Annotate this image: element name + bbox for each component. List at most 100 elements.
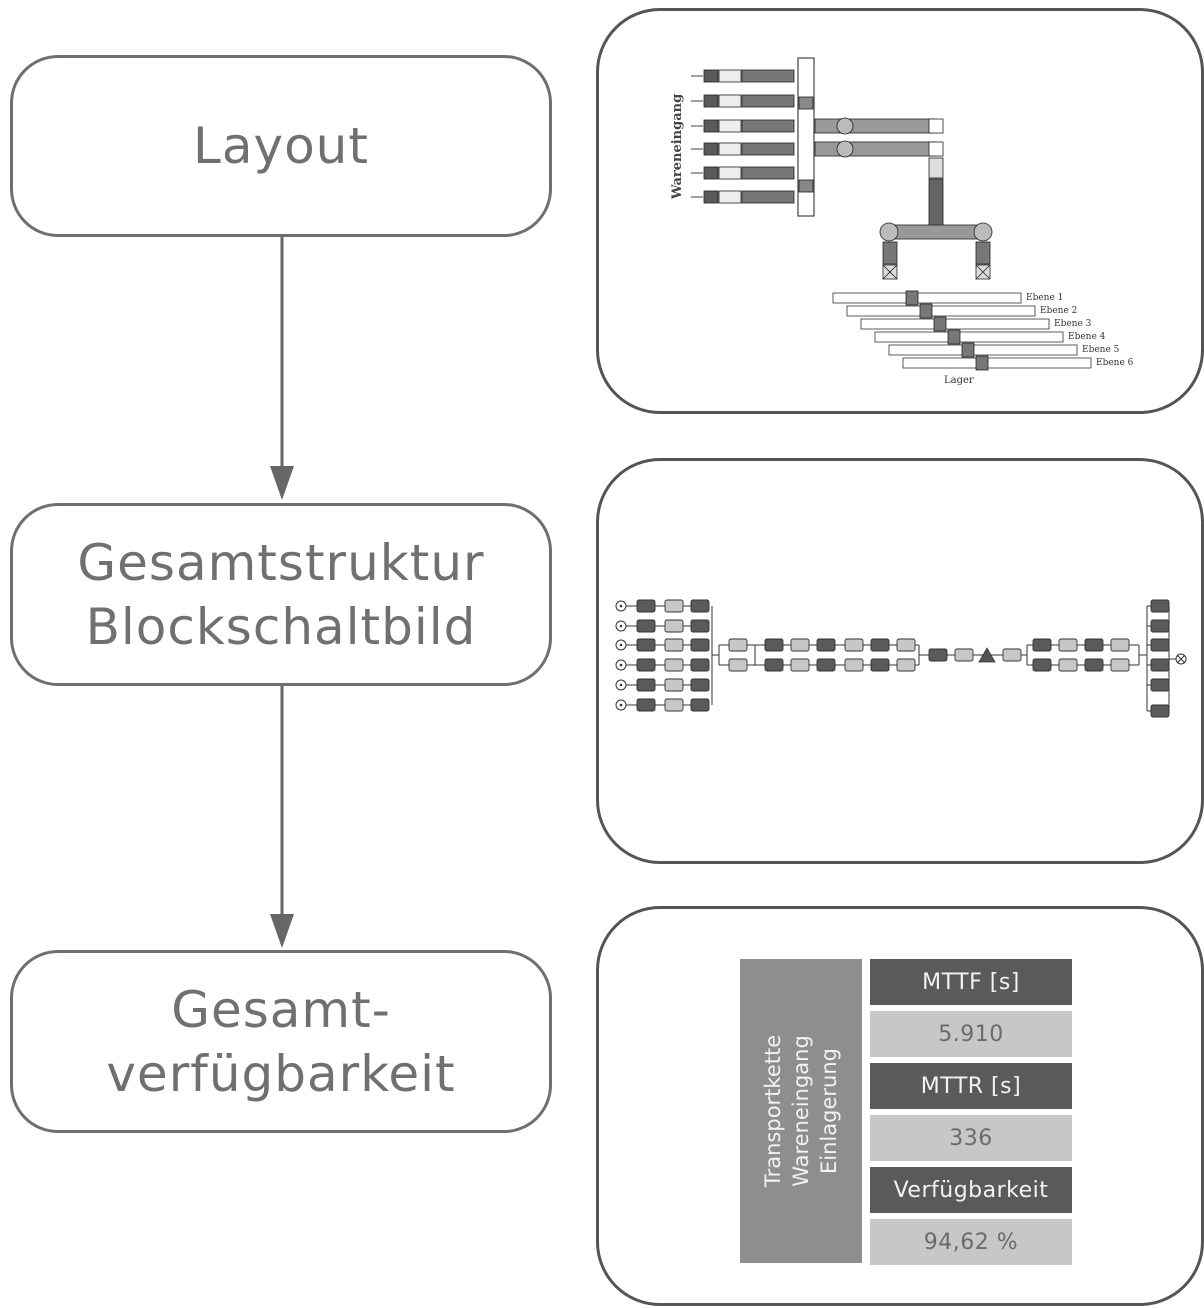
- block: [1150, 599, 1170, 613]
- conveyor-segment: [741, 94, 795, 108]
- reliability-block-diagram: [615, 599, 1187, 718]
- block: [1002, 648, 1022, 662]
- block: [664, 599, 684, 613]
- block: [790, 638, 810, 652]
- block: [764, 658, 784, 672]
- transfer-unit: [928, 118, 944, 134]
- triangle-icon: [978, 647, 996, 663]
- block: [664, 678, 684, 692]
- transfer-unit: [928, 141, 944, 157]
- block: [1032, 638, 1052, 652]
- block: [664, 658, 684, 672]
- storage-level: [846, 305, 1036, 317]
- level-label: Ebene 3: [1054, 319, 1092, 329]
- conveyor-segment: [718, 119, 742, 133]
- structure-step-line1: Gesamtstruktur: [77, 533, 485, 592]
- mttf-header: MTTF [s]: [870, 959, 1072, 1005]
- level-lift: [975, 355, 989, 371]
- lift-segment: [975, 241, 991, 265]
- structure-step-line2: Blockschaltbild: [85, 597, 477, 656]
- conveyor-segment: [718, 142, 742, 156]
- turntable: [973, 222, 993, 242]
- availability-step: Gesamt- verfügbarkeit: [10, 950, 552, 1133]
- block: [870, 638, 890, 652]
- side-line-2: Wareneingang: [789, 1035, 813, 1187]
- level-lift: [947, 329, 961, 345]
- inbound-label: Wareneingang: [670, 94, 685, 200]
- conveyor-segment: [741, 119, 795, 133]
- turntable: [879, 222, 899, 242]
- inbound-conveyors: [691, 69, 795, 204]
- block: [1150, 638, 1170, 652]
- availability-step-line1: Gesamt-: [171, 980, 391, 1039]
- block: [928, 648, 948, 662]
- conveyor-segment: [741, 166, 795, 180]
- block: [636, 698, 656, 712]
- storage-level: [860, 318, 1050, 330]
- block: [1110, 658, 1130, 672]
- availability-step-line2: verfügbarkeit: [106, 1044, 456, 1103]
- block: [954, 648, 974, 662]
- conveyor-segment: [718, 69, 742, 83]
- storage-label: Lager: [944, 375, 974, 386]
- block: [764, 638, 784, 652]
- block: [636, 599, 656, 613]
- block: [690, 658, 710, 672]
- conveyor-segment: [703, 166, 719, 180]
- lift-segment: [882, 241, 898, 265]
- distribution-conveyor: [886, 224, 988, 240]
- result-panel: Transportkette Wareneingang Einlagerung …: [596, 906, 1204, 1306]
- level-lift: [919, 303, 933, 319]
- mttr-value: 336: [870, 1115, 1072, 1161]
- storage-level: [902, 357, 1092, 369]
- conveyor-segment: [703, 142, 719, 156]
- side-line-3: Einlagerung: [817, 1048, 841, 1174]
- block: [636, 678, 656, 692]
- arrow-down-icon: [270, 914, 294, 948]
- block: [728, 638, 748, 652]
- level-label: Ebene 2: [1040, 306, 1077, 316]
- block: [816, 658, 836, 672]
- block: [690, 698, 710, 712]
- structure-step: Gesamtstruktur Blockschaltbild: [10, 503, 552, 686]
- layout-panel: Wareneingang Ebene 1 Ebene 2 Ebene 3 Ebene …: [596, 8, 1204, 414]
- block: [1058, 658, 1078, 672]
- main-conveyor: [814, 141, 936, 157]
- main-line: [798, 96, 993, 280]
- availability-header: Verfügbarkeit: [870, 1167, 1072, 1213]
- block: [1150, 658, 1170, 672]
- conveyor-segment: [703, 190, 719, 204]
- storage-level: [832, 292, 1022, 304]
- arrow-down-icon: [270, 466, 294, 500]
- availability-value: 94,62 %: [870, 1219, 1072, 1265]
- block: [870, 658, 890, 672]
- warehouse-layout-drawing: Wareneingang Ebene 1 Ebene 2 Ebene 3 Ebene …: [670, 57, 1134, 386]
- block: [690, 619, 710, 633]
- conveyor-segment: [741, 69, 795, 83]
- conveyor-segment: [741, 190, 795, 204]
- block: [1084, 658, 1104, 672]
- conveyor-segment: [718, 190, 742, 204]
- block: [728, 658, 748, 672]
- block: [1150, 704, 1170, 718]
- block: [1110, 638, 1130, 652]
- layout-step-label: Layout: [193, 117, 369, 175]
- block: [690, 599, 710, 613]
- block: [1150, 619, 1170, 633]
- block: [844, 638, 864, 652]
- block: [1032, 658, 1052, 672]
- level-label: Ebene 5: [1082, 345, 1120, 355]
- block: [636, 658, 656, 672]
- block: [690, 678, 710, 692]
- turntable: [836, 140, 854, 158]
- block: [816, 638, 836, 652]
- level-lift: [933, 316, 947, 332]
- conveyor-segment: [718, 166, 742, 180]
- level-label: Ebene 1: [1026, 293, 1063, 303]
- block: [790, 658, 810, 672]
- block: [690, 638, 710, 652]
- layout-step: Layout: [10, 55, 552, 237]
- level-lift: [905, 290, 919, 306]
